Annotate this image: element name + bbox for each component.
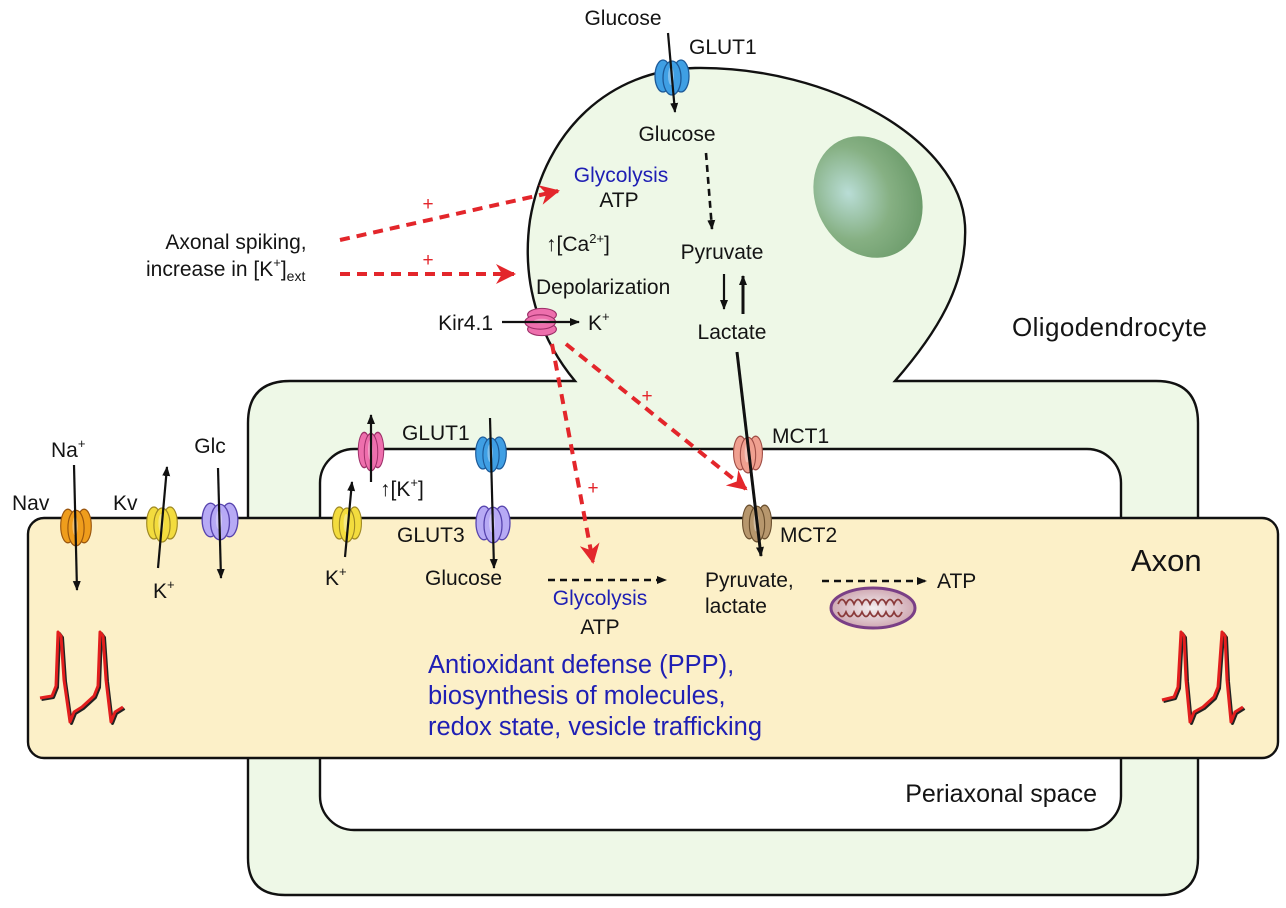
kv-label: Kv	[113, 492, 138, 515]
mitochondrion-icon	[829, 586, 917, 630]
glucose-uptake-arrow	[666, 32, 679, 113]
glucose-extracellular-label: Glucose	[584, 7, 661, 30]
nucleus	[813, 136, 923, 258]
plus-sign: +	[641, 386, 652, 407]
plus-sign: +	[587, 478, 598, 499]
action-potential-icon-right	[1161, 630, 1246, 725]
spiking-to-glycolysis-arrow	[339, 185, 560, 242]
glycolysis-axon-label: Glycolysis	[553, 587, 648, 610]
axon-function-line: Antioxidant defense (PPP),	[428, 651, 734, 679]
axon-function-line: biosynthesis of molecules,	[428, 682, 726, 710]
axon-body	[26, 516, 1280, 760]
kir-to-axon-glycolysis-arrow	[550, 343, 600, 564]
mct2-label: MCT2	[780, 524, 837, 547]
nav-label: Nav	[12, 492, 50, 515]
na-ion-label: Na+	[51, 436, 85, 462]
axon-label: Axon	[1131, 543, 1202, 578]
k-increase-label: ↑[K+]	[380, 475, 424, 501]
atp-axon-label: ATP	[580, 616, 619, 639]
glut1-soma-label: GLUT1	[689, 36, 757, 59]
k-efflux-label: K+	[588, 309, 610, 335]
plus-sign: +	[422, 250, 433, 271]
glut1-myelin-label: GLUT1	[402, 422, 470, 445]
kv-k-efflux-arrow	[156, 466, 171, 569]
kir-to-mct-arrow	[564, 342, 748, 491]
axonal-spiking-label: Axonal spiking,	[165, 231, 306, 254]
atp-mito-label: ATP	[937, 570, 976, 593]
plus-sign: +	[422, 194, 433, 215]
calcium-increase-label: ↑[Ca2+]	[546, 231, 610, 256]
glc-uptake-arrow	[216, 467, 225, 579]
glucose-to-pyruvate-arrow	[704, 152, 716, 230]
lactate-axon-label: lactate	[705, 595, 767, 618]
glc-transporter-icon	[201, 502, 239, 541]
axon-k-ion-label: K+	[325, 564, 347, 590]
pyruvate-soma-label: Pyruvate	[681, 241, 764, 264]
atp-soma-label: ATP	[599, 189, 638, 212]
depolarization-label: Depolarization	[536, 276, 670, 299]
increase-k-ext-label: increase in [K+]ext	[146, 255, 305, 284]
action-potential-icon-left	[39, 630, 126, 725]
kv-k-ion-label: K+	[153, 577, 175, 603]
glut1-glut3-glucose-arrow	[488, 417, 498, 569]
lactate-export-arrow	[735, 351, 764, 557]
na-influx-arrow	[72, 464, 81, 591]
mct1-label: MCT1	[772, 425, 829, 448]
lactate-soma-label: Lactate	[698, 321, 767, 344]
glut3-label: GLUT3	[397, 524, 465, 547]
periaxonal-space-label: Periaxonal space	[905, 780, 1097, 808]
axon-k-efflux-arrow	[343, 481, 356, 558]
oligodendrocyte-label: Oligodendrocyte	[1012, 312, 1207, 342]
pyruvate-axon-label: Pyruvate,	[705, 569, 794, 592]
glucose-intracellular-label: Glucose	[638, 123, 715, 146]
glycolysis-soma-label: Glycolysis	[574, 164, 669, 187]
axon-function-line: redox state, vesicle trafficking	[428, 713, 762, 741]
glc-label: Glc	[194, 435, 226, 458]
kir41-label: Kir4.1	[438, 312, 493, 335]
glucose-axon-label: Glucose	[425, 567, 502, 590]
